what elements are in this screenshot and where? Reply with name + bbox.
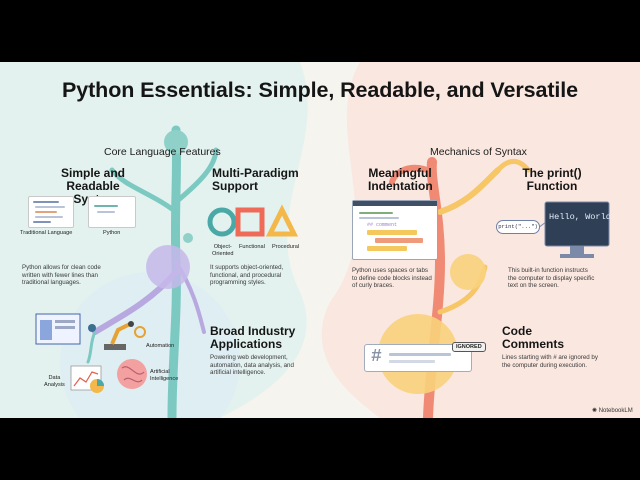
label-procedural: Procedural [272, 244, 300, 250]
code-comment: ## comment [367, 222, 398, 228]
right-section-title: Mechanics of Syntax [430, 146, 527, 158]
broad-heading-line1: Broad Industry [210, 324, 296, 338]
monitor-screen-text: Hello, World! [549, 212, 617, 222]
indent-heading-line2: Indentation [368, 179, 433, 193]
simple-heading: Simple and Readable Syntax [58, 167, 128, 206]
right-yellow-bulb [450, 254, 486, 290]
dashboard-icon [35, 313, 81, 345]
label-automation: Automation [146, 343, 175, 349]
multi-heading-line2: Support [212, 179, 258, 193]
broad-description: Powering web development,automation, dat… [210, 354, 294, 377]
indentation-code-window: ## comment [352, 200, 438, 260]
multi-description: It supports object-oriented,functional, … [210, 264, 284, 287]
object-oriented-shape [207, 207, 237, 237]
hash-symbol: # [371, 347, 382, 367]
page-title: Python Essentials: Simple, Readable, and… [62, 78, 578, 102]
comments-heading: Code Comments [502, 325, 564, 351]
indent-heading-line1: Meaningful [368, 166, 432, 180]
label-traditional-language: Traditional Language [20, 230, 73, 236]
notebooklm-brand: ✺ NotebookLM [592, 407, 633, 414]
data-analysis-icon [70, 365, 104, 393]
left-purple-bulb [146, 245, 190, 289]
indent-heading: Meaningful Indentation [368, 166, 433, 193]
print-call-bubble: print("...") [496, 220, 540, 234]
simple-heading-line1: Simple and [60, 166, 125, 180]
infographic-canvas: Python Essentials: Simple, Readable, and… [0, 62, 640, 418]
artificial-intelligence-icon [117, 359, 147, 389]
left-node-2 [88, 324, 96, 332]
ignored-badge: IGNORED [452, 342, 486, 352]
multi-heading: Multi-Paradigm Support [212, 167, 299, 193]
functional-shape [235, 207, 265, 237]
broad-heading: Broad Industry Applications [210, 325, 295, 351]
comments-heading-line1: Code [502, 324, 532, 338]
broad-heading-line2: Applications [210, 337, 283, 351]
left-node [183, 233, 193, 243]
top-vine-bulb [164, 130, 188, 154]
print-heading-line1: The print() [522, 166, 582, 180]
left-bottom-tint [60, 272, 240, 418]
multi-heading-line1: Multi-Paradigm [212, 166, 299, 180]
brand-label: NotebookLM [598, 408, 633, 414]
label-object-oriented: Object-Oriented [212, 244, 234, 257]
comments-heading-line2: Comments [502, 337, 565, 351]
brand-logo-icon: ✺ [592, 408, 598, 414]
monitor-icon [544, 201, 610, 258]
label-python: Python [103, 230, 121, 236]
print-heading: The print() Function [520, 167, 584, 193]
python-code-window [88, 196, 136, 228]
traditional-code-window [28, 196, 74, 228]
print-heading-line2: Function [526, 179, 578, 193]
left-section-title: Core Language Features [104, 146, 221, 158]
procedural-shape [265, 204, 299, 237]
code-window-titlebar [353, 201, 437, 206]
label-functional: Functional [239, 244, 265, 250]
automation-icon [104, 321, 146, 350]
